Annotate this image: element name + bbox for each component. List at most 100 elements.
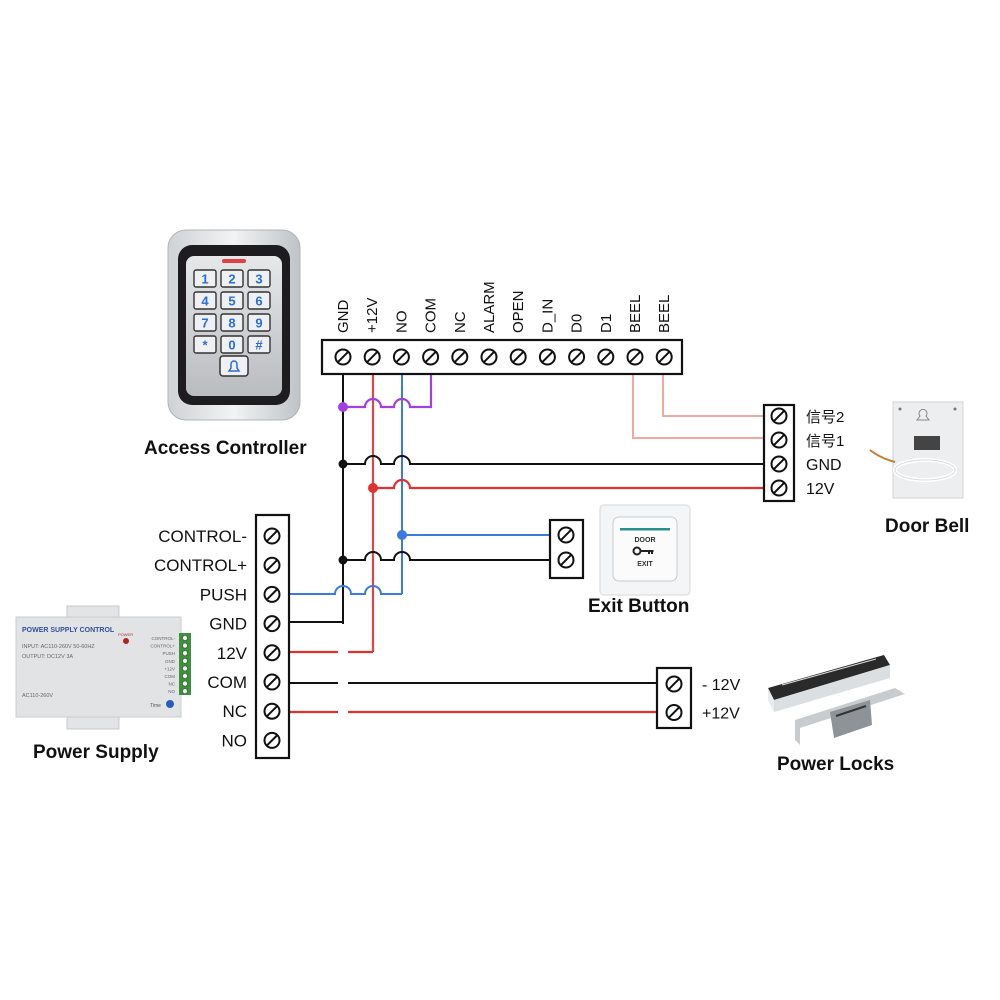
doorbell-terminal-label: GND <box>806 457 842 474</box>
svg-text:5: 5 <box>228 294 235 309</box>
psu-terminal-com[interactable] <box>263 673 281 691</box>
ac-terminal-label: GND <box>335 300 352 334</box>
exit-button-face-top: DOOR <box>635 537 656 544</box>
psu-device-terminal-label: COM <box>165 674 176 679</box>
keypad-key[interactable]: # <box>247 335 271 354</box>
ac-terminal-open-6[interactable] <box>509 348 527 366</box>
exit-button-device[interactable]: DOOR EXIT <box>599 504 691 596</box>
keypad-key[interactable]: 8 <box>220 313 244 332</box>
psu-device-terminal-label: NO <box>168 689 175 694</box>
ac-terminal-label: D1 <box>598 314 615 333</box>
lock-terminal-label: - 12V <box>702 677 741 694</box>
wire-beel-2 <box>662 374 764 417</box>
ac-terminal-label: OPEN <box>510 290 527 333</box>
svg-text:7: 7 <box>201 316 208 331</box>
psu-terminal-control[interactable] <box>263 556 281 574</box>
keypad-key[interactable]: 5 <box>220 291 244 310</box>
ac-terminal-com-3[interactable] <box>422 348 440 366</box>
psu-device-label: POWER SUPPLY CONTROL <box>22 627 115 634</box>
svg-text:1: 1 <box>201 272 208 287</box>
keypad-bell-key[interactable] <box>219 355 249 377</box>
keypad-key[interactable]: 1 <box>193 269 217 288</box>
svg-text:9: 9 <box>255 316 262 331</box>
key-icon <box>632 546 654 556</box>
psu-terminal-label: CONTROL- <box>158 527 247 546</box>
lock-terminal-1[interactable] <box>665 704 683 721</box>
ac-terminal-beel-10[interactable] <box>626 348 644 366</box>
doorbell-terminal-0[interactable] <box>770 407 788 425</box>
svg-text:2: 2 <box>228 272 235 287</box>
psu-power-led <box>123 638 129 644</box>
keypad-key[interactable]: 7 <box>193 313 217 332</box>
ac-terminal-label: BEEL <box>656 295 673 333</box>
power-supply-title: Power Supply <box>33 742 159 763</box>
ac-terminal-label: BEEL <box>627 295 644 333</box>
door-bell-title: Door Bell <box>885 516 969 537</box>
ac-terminal-no-2[interactable] <box>392 348 410 366</box>
ac-terminal-beel-11[interactable] <box>655 348 673 366</box>
ac-terminal-d0-8[interactable] <box>568 348 586 366</box>
ac-terminal-label: +12V <box>364 298 381 333</box>
ac-terminal-label: D0 <box>569 314 586 333</box>
exit-button-title: Exit Button <box>588 596 689 617</box>
lock-terminal-0[interactable] <box>665 675 683 693</box>
psu-device-terminal-label: PUSH <box>162 651 175 656</box>
psu-terminal-control[interactable] <box>263 527 281 545</box>
doorbell-terminal-1[interactable] <box>770 431 788 449</box>
status-led <box>222 259 246 263</box>
psu-device-terminal-label: NC <box>169 682 176 687</box>
psu-device-ac: AC110-260V <box>22 693 53 699</box>
ac-terminal-nc-4[interactable] <box>451 348 469 366</box>
exit-terminal-0[interactable] <box>557 526 575 544</box>
psu-terminal-label: COM <box>207 673 247 692</box>
junction-blue <box>397 530 407 540</box>
exit-button-terminal-block <box>548 518 585 580</box>
keypad-key[interactable]: 2 <box>220 269 244 288</box>
keypad-key[interactable]: 9 <box>247 313 271 332</box>
svg-text:*: * <box>202 338 208 353</box>
ac-terminal-label: ALARM <box>481 281 498 333</box>
wire-beel-1 <box>632 374 764 439</box>
svg-text:0: 0 <box>228 338 235 353</box>
psu-terminal-label: CONTROL+ <box>154 556 247 575</box>
svg-text:6: 6 <box>255 294 262 309</box>
ac-terminal-label: D_IN <box>539 299 556 333</box>
doorbell-terminal-3[interactable] <box>770 479 788 497</box>
psu-terminal-block <box>254 513 291 760</box>
junction-gnd-1 <box>338 459 348 469</box>
keypad-key[interactable]: 4 <box>193 291 217 310</box>
psu-terminal-nc[interactable] <box>263 702 281 720</box>
psu-terminal-gnd[interactable] <box>263 615 281 633</box>
keypad-key[interactable]: 3 <box>247 269 271 288</box>
ac-terminal-alarm-5[interactable] <box>480 348 498 366</box>
junction-purple <box>338 402 348 412</box>
psu-terminal-label: PUSH <box>200 585 247 604</box>
doorbell-terminal-label: 信号2 <box>806 409 844 426</box>
ac-terminal-d1-9[interactable] <box>597 348 615 366</box>
doorbell-terminal-2[interactable] <box>770 455 788 473</box>
psu-time-knob[interactable] <box>166 700 174 708</box>
ac-terminal-din-7[interactable] <box>538 348 556 366</box>
bell-icon <box>227 360 241 372</box>
psu-terminal-label: GND <box>209 615 247 634</box>
keypad-key[interactable]: 0 <box>220 335 244 354</box>
keypad-key[interactable]: 6 <box>247 291 271 310</box>
psu-terminal-no[interactable] <box>263 731 281 749</box>
ac-terminal-gnd-0[interactable] <box>334 348 352 366</box>
wire-com-purple <box>343 374 433 409</box>
access-controller-title: Access Controller <box>144 438 307 459</box>
psu-terminal-push[interactable] <box>263 585 281 603</box>
exit-button-face-bottom: EXIT <box>637 561 653 568</box>
locks-terminal-block: - 12V +12V <box>655 666 741 730</box>
junction-gnd-2 <box>338 555 348 565</box>
lock-terminal-label: +12V <box>702 706 740 723</box>
keypad-key[interactable]: * <box>193 335 217 354</box>
exit-terminal-1[interactable] <box>557 551 575 569</box>
wire-push <box>288 585 402 595</box>
psu-terminal-12v[interactable] <box>263 644 281 662</box>
ac-terminal-12v-1[interactable] <box>363 348 381 366</box>
psu-power-led-label: POWER <box>118 632 133 637</box>
ac-terminal-label: NO <box>393 311 410 334</box>
